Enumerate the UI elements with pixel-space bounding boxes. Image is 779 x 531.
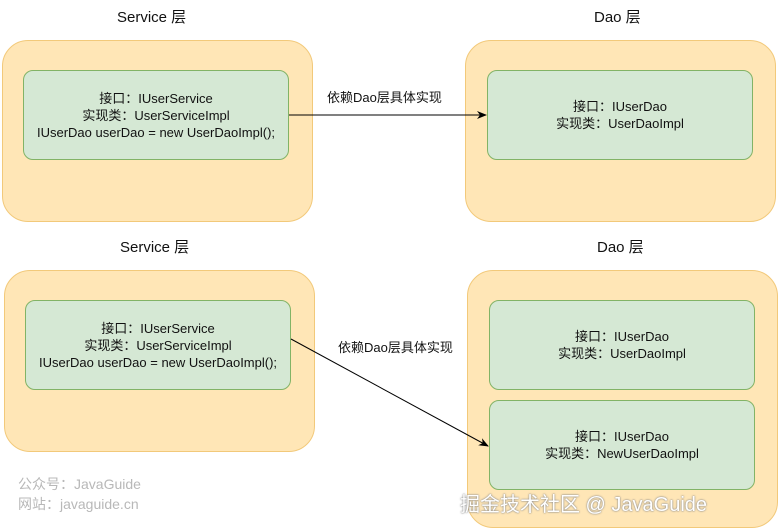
top-dao-impl: 实现类：UserDaoImpl	[556, 116, 684, 131]
top-dao-box: 接口：IUserDao 实现类：UserDaoImpl	[487, 70, 753, 160]
bottom-service-code: IUserDao userDao = new UserDaoImpl();	[38, 354, 278, 370]
bottom-dao1-interface: 接口：IUserDao	[575, 329, 669, 344]
bottom-dao2-interface: 接口：IUserDao	[575, 429, 669, 444]
top-service-interface: 接口：IUserService	[99, 90, 213, 106]
watermark-wechat: 公众号：JavaGuide	[18, 476, 141, 492]
bottom-service-box: 接口：IUserService 实现类：UserServiceImpl IUse…	[25, 300, 291, 390]
top-dao-title: Dao 层	[594, 9, 641, 26]
bottom-dao-box-2: 接口：IUserDao 实现类：NewUserDaoImpl	[489, 400, 755, 490]
top-service-title: Service 层	[117, 9, 187, 26]
bottom-dao-title: Dao 层	[597, 239, 644, 256]
bottom-dependency-arrow	[290, 338, 489, 447]
top-dao-interface: 接口：IUserDao	[573, 99, 667, 114]
top-service-box: 接口：IUserService 实现类：UserServiceImpl IUse…	[23, 70, 289, 160]
bottom-dao2-impl: 实现类：NewUserDaoImpl	[545, 446, 699, 461]
bottom-dao-box-1: 接口：IUserDao 实现类：UserDaoImpl	[489, 300, 755, 390]
top-service-impl: 实现类：UserServiceImpl	[82, 107, 230, 123]
watermark-site: 网站：javaguide.cn	[18, 496, 139, 512]
top-service-code: IUserDao userDao = new UserDaoImpl();	[36, 124, 276, 140]
bottom-arrow-label: 依赖Dao层具体实现	[338, 340, 453, 355]
bottom-service-interface: 接口：IUserService	[101, 320, 215, 336]
top-arrow-label: 依赖Dao层具体实现	[327, 90, 442, 105]
bottom-service-impl: 实现类：UserServiceImpl	[84, 337, 232, 353]
bottom-dao1-impl: 实现类：UserDaoImpl	[558, 346, 686, 361]
bottom-service-title: Service 层	[120, 239, 190, 256]
watermark-juejin: 掘金技术社区 @ JavaGuide	[460, 494, 708, 516]
